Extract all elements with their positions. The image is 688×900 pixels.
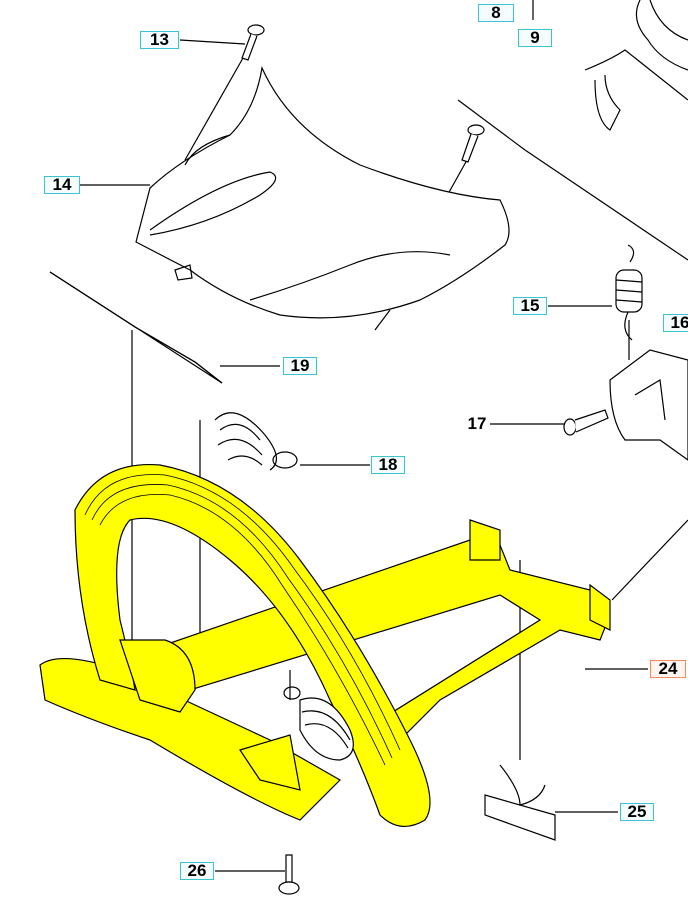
spring-15	[615, 244, 643, 341]
callout-19[interactable]: 19	[283, 357, 317, 375]
callout-9[interactable]: 9	[518, 29, 552, 47]
cover-part	[135, 65, 510, 319]
callout-25[interactable]: 25	[620, 803, 654, 821]
callout-8[interactable]: 8	[478, 4, 514, 22]
bracket-16	[609, 349, 688, 461]
callout-15[interactable]: 15	[513, 297, 547, 315]
callout-24[interactable]: 24	[650, 660, 686, 678]
callout-14[interactable]: 14	[44, 176, 80, 194]
spring-18	[214, 412, 298, 471]
clip-25	[484, 764, 556, 841]
callout-16[interactable]: 16	[663, 314, 688, 332]
callout-13[interactable]: 13	[140, 31, 179, 49]
screw-13	[241, 24, 265, 61]
screw-top-right	[461, 124, 485, 163]
housing-part	[584, 0, 688, 131]
screw-17	[563, 409, 609, 436]
handle-ridges	[84, 474, 401, 766]
callout-17[interactable]: 17	[467, 414, 487, 433]
spring-center	[283, 686, 354, 761]
handle-24	[39, 463, 611, 827]
callout-26[interactable]: 26	[180, 862, 214, 880]
callout-18[interactable]: 18	[371, 456, 405, 474]
screw-26	[278, 854, 300, 895]
